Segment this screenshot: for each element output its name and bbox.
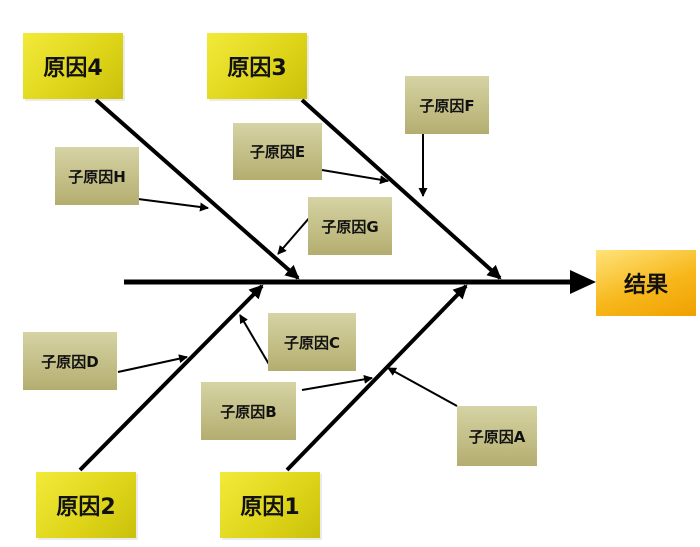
result-box: 结果 (596, 250, 696, 316)
subcause-c-label: 子原因C (283, 333, 340, 352)
subcause-g-label: 子原因G (321, 217, 379, 236)
arrow-subcause-c (239, 314, 271, 367)
arrow-subcause-b (301, 374, 373, 391)
subcause-h-box: 子原因H (55, 147, 139, 205)
rib-cause4 (94, 98, 300, 280)
rib-cause1 (285, 284, 468, 472)
result-label: 结果 (623, 273, 668, 298)
arrow-subcause-g (277, 216, 311, 255)
subcause-d-label: 子原因D (41, 352, 99, 371)
subcause-e-box: 子原因E (233, 123, 322, 180)
subcause-b-box: 子原因B (201, 382, 296, 440)
subcause-d-box: 子原因D (23, 332, 117, 390)
arrow-subcause-e (321, 169, 389, 185)
subcause-c-box: 子原因C (268, 313, 356, 371)
arrow-subcause-a (387, 367, 458, 407)
cause4-label: 原因4 (43, 56, 103, 81)
subcause-g-box: 子原因G (308, 197, 392, 255)
subcause-f-box: 子原因F (405, 76, 489, 134)
rib-cause2 (78, 284, 264, 472)
subcause-f-label: 子原因F (419, 96, 475, 115)
subcause-a-box: 子原因A (457, 406, 537, 466)
subcause-a-label: 子原因A (468, 427, 526, 446)
cause3-label: 原因3 (227, 56, 287, 81)
subcause-e-label: 子原因E (249, 143, 306, 161)
arrow-subcause-d (117, 354, 188, 373)
cause3-box: 原因3 (207, 33, 307, 99)
spine-arrow (124, 270, 596, 294)
arrow-subcause-h (137, 198, 209, 212)
subcause-h-label: 子原因H (68, 167, 126, 186)
subcause-b-label: 子原因B (220, 402, 277, 421)
cause4-box: 原因4 (23, 33, 123, 99)
cause2-box: 原因2 (36, 472, 136, 538)
cause2-label: 原因2 (56, 495, 116, 520)
cause1-box: 原因1 (220, 472, 320, 538)
cause1-label: 原因1 (240, 495, 300, 520)
rib-cause3 (300, 98, 502, 280)
